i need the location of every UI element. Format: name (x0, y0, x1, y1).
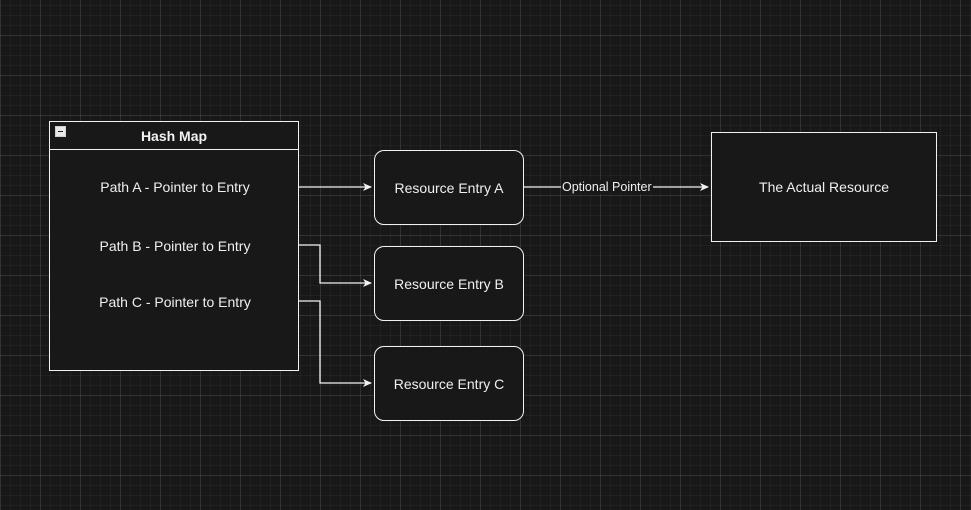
resource-entry-c[interactable]: Resource Entry C (374, 346, 524, 421)
resource-entry-b[interactable]: Resource Entry B (374, 246, 524, 321)
optional-pointer-label: Optional Pointer (561, 180, 653, 194)
actual-resource-label: The Actual Resource (759, 179, 889, 195)
hash-map-row-path-a[interactable]: Path A - Pointer to Entry (100, 179, 250, 195)
resource-entry-b-label: Resource Entry B (394, 275, 504, 292)
collapse-icon[interactable] (55, 126, 66, 137)
resource-entry-a[interactable]: Resource Entry A (374, 150, 524, 225)
hash-map-row-path-b[interactable]: Path B - Pointer to Entry (99, 238, 251, 254)
hash-map-header[interactable]: Hash Map (50, 122, 298, 150)
resource-entry-a-label: Resource Entry A (394, 179, 504, 196)
hash-map-row-path-c[interactable]: Path C - Pointer to Entry (99, 294, 251, 310)
hash-map-title: Hash Map (140, 127, 208, 144)
hash-map-container[interactable]: Hash Map Path A - Pointer to Entry Path … (49, 121, 299, 371)
actual-resource-node[interactable]: The Actual Resource (711, 132, 937, 242)
resource-entry-c-label: Resource Entry C (393, 375, 505, 392)
